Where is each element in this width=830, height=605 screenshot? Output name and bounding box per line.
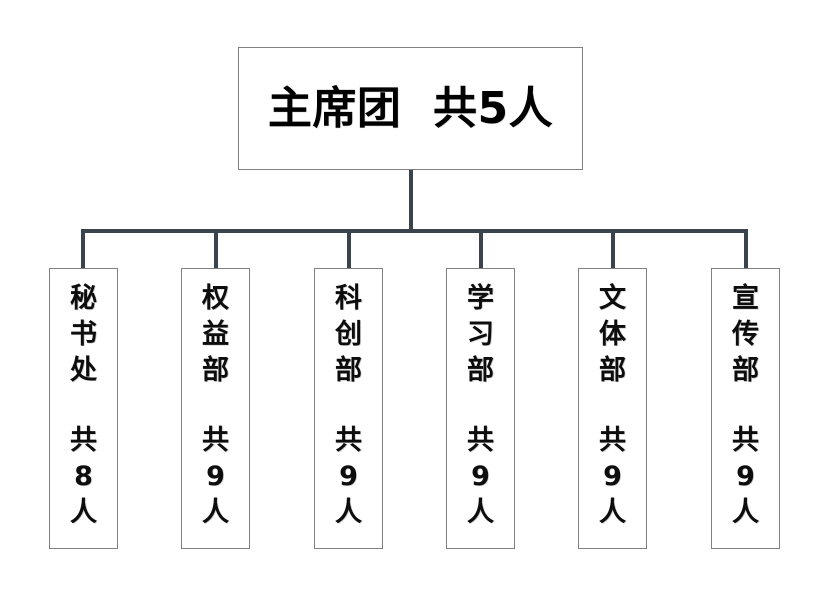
child-node-box-1[interactable]: 秘 书 处 共 8 人 <box>49 268 118 549</box>
child-node-label-5: 文 体 部 <box>599 283 626 386</box>
child-node-box-4[interactable]: 学 习 部 共 9 人 <box>446 268 515 549</box>
child-node-count-1: 共 8 人 <box>70 424 97 528</box>
child-node-count-5: 共 9 人 <box>599 424 626 528</box>
child-node-count-4: 共 9 人 <box>467 424 494 528</box>
connector-drop-5 <box>611 231 615 268</box>
child-node-count-3: 共 9 人 <box>335 424 362 528</box>
child-node-label-1: 秘 书 处 <box>70 283 97 386</box>
child-node-box-5[interactable]: 文 体 部 共 9 人 <box>578 268 647 549</box>
connector-stem-vertical <box>409 170 413 233</box>
child-node-label-3: 科 创 部 <box>335 283 362 386</box>
connector-drop-4 <box>479 231 483 268</box>
child-node-label-2: 权 益 部 <box>202 283 229 386</box>
child-node-box-6[interactable]: 宣 传 部 共 9 人 <box>711 268 780 549</box>
child-node-count-6: 共 9 人 <box>732 424 759 528</box>
child-node-label-6: 宣 传 部 <box>732 283 759 386</box>
root-node-box[interactable]: 主席团 共5人 <box>238 47 583 170</box>
child-node-label-4: 学 习 部 <box>467 283 494 386</box>
connector-drop-6 <box>744 231 748 268</box>
connector-drop-3 <box>347 231 351 268</box>
connector-bus-horizontal <box>81 229 748 233</box>
child-node-count-2: 共 9 人 <box>202 424 229 528</box>
connector-drop-1 <box>81 231 85 268</box>
child-node-box-3[interactable]: 科 创 部 共 9 人 <box>314 268 383 549</box>
connector-drop-2 <box>214 231 218 268</box>
child-node-box-2[interactable]: 权 益 部 共 9 人 <box>181 268 250 549</box>
root-node-label: 主席团 共5人 <box>267 82 554 134</box>
